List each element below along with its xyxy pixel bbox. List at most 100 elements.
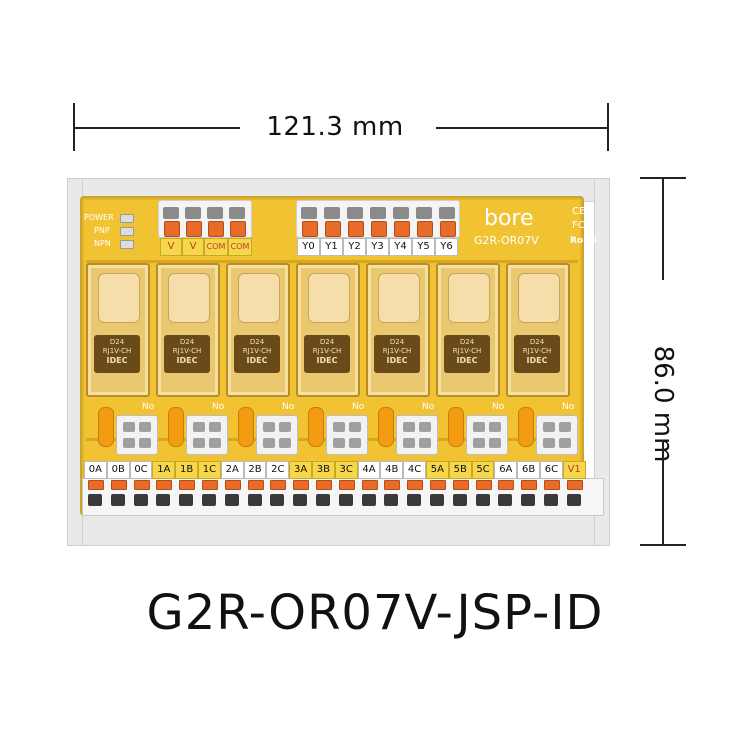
contact-terminal-hole — [452, 494, 467, 506]
power-terminal-block — [158, 200, 252, 238]
board-model-label: G2R-OR07V — [474, 234, 539, 247]
contact-terminal-lever[interactable] — [338, 480, 355, 490]
contact-terminal-lever[interactable] — [224, 480, 241, 490]
relay-output-connector-5 — [466, 415, 508, 455]
power-led — [120, 214, 134, 223]
width-dimension-line-left — [74, 127, 240, 129]
contact-terminal-lever[interactable] — [202, 480, 218, 490]
contact-label-1c: 1C — [198, 461, 221, 479]
output-label-y4: Y4 — [389, 238, 412, 256]
relay-coil-code: D24 — [179, 338, 195, 346]
contact-terminal-hole — [566, 494, 581, 506]
contact-terminal-lever[interactable] — [88, 480, 104, 490]
contact-label-2c: 2C — [266, 461, 290, 479]
capacitor-5 — [448, 407, 464, 447]
contact-label-2a: 2A — [220, 461, 244, 479]
capacitor-6 — [518, 407, 534, 447]
relay-coil-code: D24 — [459, 338, 475, 346]
no-mark-0: No — [142, 402, 155, 412]
indicator-label-npn: NPN — [94, 239, 111, 248]
contact-terminal-hole — [270, 494, 285, 506]
contact-terminal-lever[interactable] — [179, 480, 196, 490]
capacitor-3 — [308, 407, 324, 447]
relay-model-text: RJ1V-CH — [522, 347, 552, 355]
relay-model-text: RJ1V-CH — [102, 347, 132, 355]
relay-output-connector-2 — [256, 415, 298, 455]
height-dimension-line-top — [662, 178, 664, 280]
no-mark-5: No — [492, 402, 505, 412]
relay-brand-text: IDEC — [246, 356, 268, 365]
capacitor-1 — [168, 407, 184, 447]
din-rail-right — [594, 178, 610, 546]
contact-terminal-lever[interactable] — [361, 480, 378, 490]
power-label-com1: COM — [204, 238, 228, 256]
relay-output-connector-4 — [396, 415, 438, 455]
relay-output-connector-0 — [116, 415, 158, 455]
contact-label-6a: 6A — [494, 461, 518, 479]
relay-cover — [168, 273, 210, 323]
contact-terminal-lever[interactable] — [156, 480, 173, 490]
relay-cover — [308, 273, 350, 323]
contact-terminal-lever[interactable] — [384, 480, 401, 490]
capacitor-2 — [238, 407, 254, 447]
relay-coil — [304, 335, 350, 373]
contact-terminal-hole — [384, 494, 399, 506]
relay-model-text: RJ1V-CH — [452, 347, 482, 355]
contact-terminal-lever[interactable] — [110, 480, 127, 490]
power-label-v2: V — [182, 238, 204, 256]
relay-coil — [374, 335, 420, 373]
pnp-led — [120, 227, 134, 236]
contact-terminal-hole — [361, 494, 376, 506]
power-label-v1: V — [160, 238, 182, 256]
relay-brand-text: IDEC — [106, 356, 128, 365]
relay-coil — [234, 335, 280, 373]
output-label-y0: Y0 — [297, 238, 320, 256]
no-mark-3: No — [352, 402, 365, 412]
relay-output-connector-1 — [186, 415, 228, 455]
contact-label-1a: 1A — [152, 461, 176, 479]
contact-terminal-lever[interactable] — [544, 480, 560, 490]
contact-terminal-lever[interactable] — [293, 480, 310, 490]
relay-coil-code: D24 — [389, 338, 405, 346]
relay-cover — [518, 273, 560, 323]
relay-brand-text: IDEC — [176, 356, 198, 365]
no-mark-6: No — [562, 402, 575, 412]
contact-label-4b: 4B — [380, 461, 404, 479]
capacitor-0 — [98, 407, 114, 447]
relay-model-text: RJ1V-CH — [312, 347, 342, 355]
contact-terminal-hole — [498, 494, 513, 506]
contact-terminal-hole — [430, 494, 444, 506]
contact-terminal-lever[interactable] — [452, 480, 469, 490]
output-label-y5: Y5 — [412, 238, 435, 256]
output-label-y3: Y3 — [366, 238, 389, 256]
no-mark-4: No — [422, 402, 435, 412]
output-label-y1: Y1 — [320, 238, 343, 256]
contact-label-4c: 4C — [403, 461, 426, 479]
relay-coil-code: D24 — [529, 338, 545, 346]
contact-terminal-lever[interactable] — [270, 480, 287, 490]
contact-label-6c: 6C — [540, 461, 563, 479]
contact-terminal-hole — [156, 494, 171, 506]
relay-coil — [514, 335, 560, 373]
contact-terminal-lever[interactable] — [521, 480, 538, 490]
contact-terminal-hole — [110, 494, 125, 506]
contact-terminal-lever[interactable] — [430, 480, 446, 490]
contact-terminal-lever[interactable] — [316, 480, 332, 490]
contact-terminal-lever[interactable] — [407, 480, 424, 490]
contact-terminal-lever[interactable] — [247, 480, 264, 490]
contact-terminal-lever[interactable] — [133, 480, 150, 490]
brand-logo: bore — [484, 206, 534, 231]
height-dimension-bottom-tick — [640, 544, 686, 546]
relay-coil — [444, 335, 490, 373]
contact-terminal-hole — [133, 494, 148, 506]
contact-terminal-lever[interactable] — [498, 480, 515, 490]
contact-terminal-lever[interactable] — [566, 480, 583, 490]
relay-coil-code: D24 — [109, 338, 125, 346]
indicator-label-pnp: PNP — [94, 226, 110, 235]
contact-terminal-lever[interactable] — [475, 480, 492, 490]
indicator-label-power: POWER — [84, 213, 114, 222]
